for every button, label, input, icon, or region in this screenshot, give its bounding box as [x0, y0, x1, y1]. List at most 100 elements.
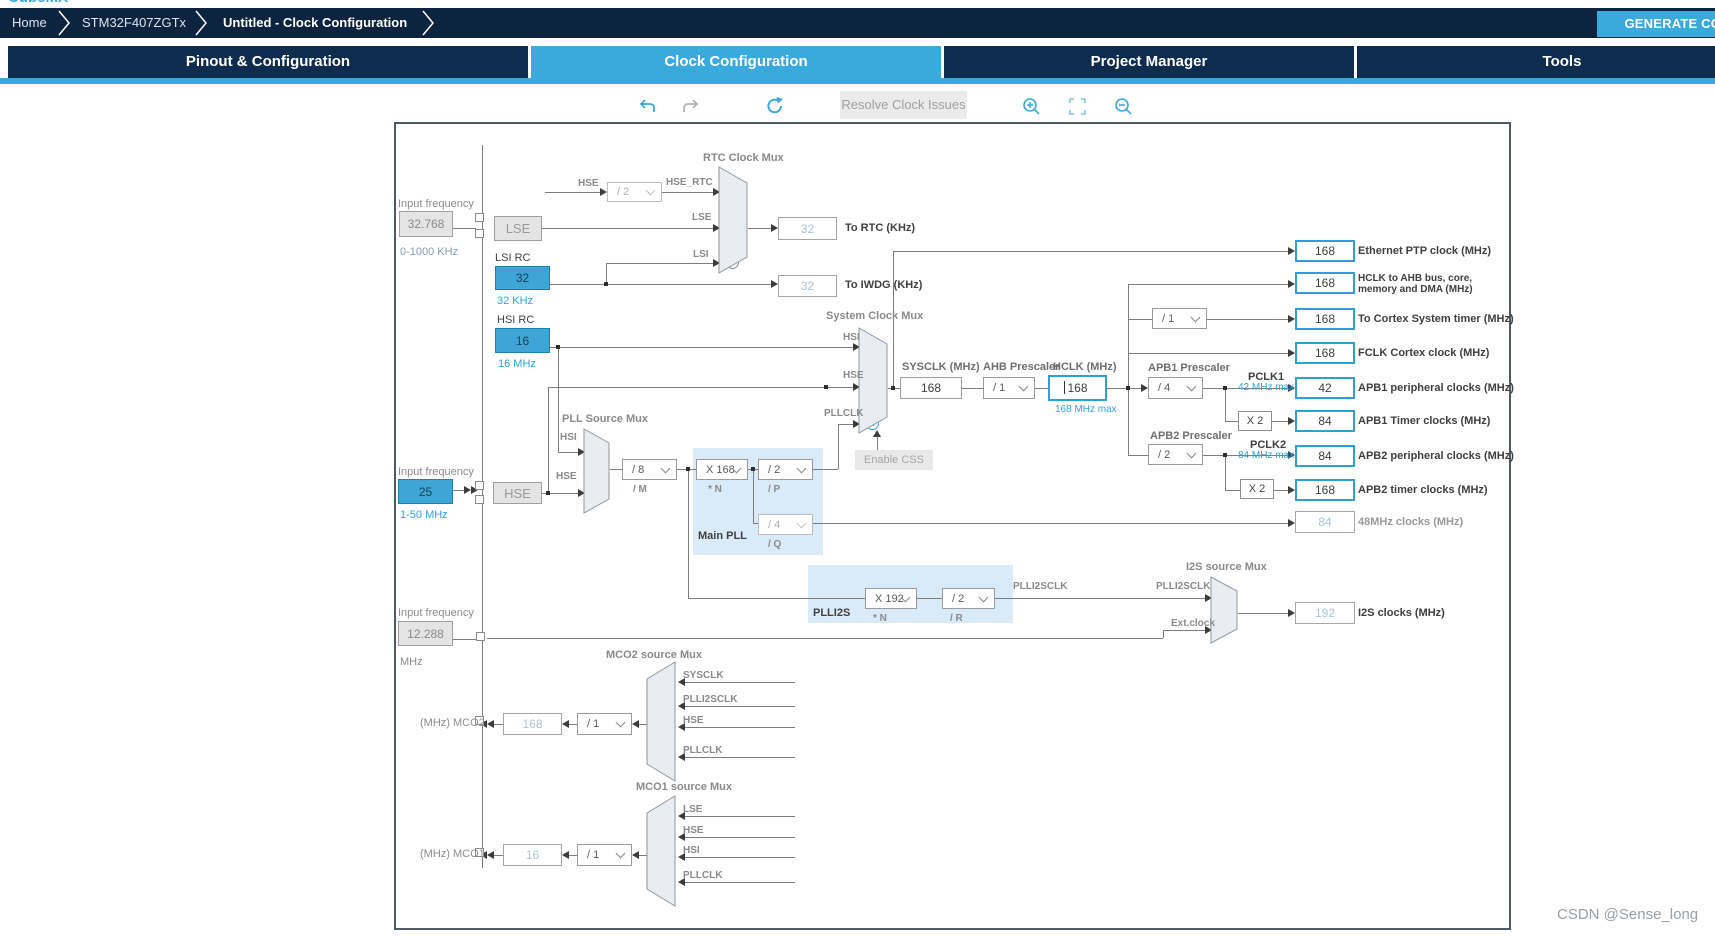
tab-project-manager[interactable]: Project Manager — [944, 46, 1354, 78]
undo-icon[interactable] — [638, 98, 656, 120]
mco2-input-label-plli2sclk: PLLI2SCLK — [683, 694, 738, 705]
breadcrumb-item-0[interactable]: Home — [12, 15, 47, 30]
pll-n-multiplier-dropdown[interactable]: X 168 — [696, 459, 748, 480]
wire — [1274, 490, 1288, 491]
fit-to-screen-icon[interactable] — [1068, 97, 1087, 121]
wire — [753, 469, 754, 523]
plli2s-r-divider-dropdown[interactable]: / 2 — [942, 588, 995, 609]
wire — [1163, 630, 1205, 631]
wire — [685, 857, 795, 858]
mco2-input-label-sysclk: SYSCLK — [683, 670, 724, 681]
arrow-icon — [1288, 247, 1295, 255]
breadcrumb-item-1[interactable]: STM32F407ZGTx — [82, 15, 187, 30]
chip-pin-square — [475, 229, 484, 238]
plli2s-title: PLLI2S — [813, 607, 851, 619]
mco1-divider-dropdown[interactable]: / 1 — [577, 844, 632, 866]
apb2-prescaler-dropdown[interactable]: / 2 — [1148, 444, 1203, 465]
clock-output-value-2[interactable]: 168 — [1295, 308, 1355, 330]
wire — [1225, 490, 1240, 491]
mco2-pin-label: (MHz) MCO2 — [420, 717, 485, 729]
rtc-hse-divider-dropdown[interactable]: / 2 — [607, 182, 662, 202]
mco1-input-label-pllclk: PLLCLK — [683, 870, 723, 881]
zoom-out-icon[interactable] — [1114, 97, 1133, 121]
arrow-icon — [678, 753, 685, 761]
hse-input-frequency-label: Input frequency — [398, 466, 474, 478]
wire — [838, 424, 853, 425]
arrow-icon — [678, 878, 685, 886]
cortex-timer-divider-dropdown[interactable]: / 1 — [1152, 308, 1207, 329]
i2s-input-frequency-field: 12.288 — [398, 621, 453, 646]
reset-zoom-icon[interactable] — [764, 95, 786, 122]
arrow-icon — [1288, 315, 1295, 323]
pll-p-divider-dropdown[interactable]: / 2 — [758, 459, 813, 480]
pll-q-label: / Q — [768, 539, 782, 550]
resolve-clock-issues-button[interactable]: Resolve Clock Issues — [840, 91, 967, 119]
tab-tools[interactable]: Tools — [1357, 46, 1715, 78]
pll-q-divider-dropdown[interactable]: / 4 — [758, 514, 813, 535]
to-rtc-label: To RTC (KHz) — [845, 222, 916, 234]
tab-clock-configuration[interactable]: Clock Configuration — [531, 46, 941, 78]
rtc-hse-wire-label: HSE — [578, 178, 599, 189]
clock-output-value-3[interactable]: 168 — [1295, 342, 1355, 364]
tab-pinout-configuration[interactable]: Pinout & Configuration — [8, 46, 528, 78]
hse-input-frequency-field[interactable]: 25 — [398, 479, 453, 504]
arrow-icon — [1141, 384, 1148, 392]
wire — [542, 228, 713, 229]
arrow-icon — [1288, 519, 1295, 527]
chip-pin-square — [475, 481, 484, 490]
plli2s-n-multiplier-dropdown[interactable]: X 192 — [865, 588, 917, 609]
apb2-timer-multiplier-box: X 2 — [1240, 479, 1274, 499]
wire — [453, 490, 467, 491]
arrow-icon — [471, 486, 478, 494]
lsi-rc-value-box[interactable]: 32 — [495, 266, 550, 290]
lsi-rc-hint: 32 KHz — [497, 295, 534, 307]
ahb-prescaler-dropdown[interactable]: / 1 — [983, 377, 1035, 399]
wire — [753, 523, 758, 524]
system-clock-mux-title: System Clock Mux — [826, 310, 924, 322]
redo-icon[interactable] — [682, 98, 700, 120]
clock-output-value-7[interactable]: 168 — [1295, 479, 1355, 501]
apb1-prescaler-dropdown[interactable]: / 4 — [1148, 377, 1203, 399]
wire — [962, 388, 983, 389]
lsi-rc-label: LSI RC — [495, 252, 531, 264]
pclk1-label: PCLK1 — [1248, 371, 1285, 383]
wire — [606, 263, 607, 284]
junction-dot — [891, 386, 895, 390]
arrow-icon — [1288, 384, 1295, 392]
wire — [662, 192, 713, 193]
hclk-label: HCLK (MHz) — [1053, 361, 1117, 373]
rtc-lse-wire-label: LSE — [692, 212, 712, 223]
clock-output-value-5[interactable]: 84 — [1295, 410, 1355, 432]
clock-output-value-1[interactable]: 168 — [1295, 272, 1355, 294]
wire — [1128, 284, 1129, 455]
arrow-icon — [632, 851, 639, 859]
arrow-icon — [678, 812, 685, 820]
clock-output-label-3: FCLK Cortex clock (MHz) — [1358, 347, 1490, 359]
pll-m-divider-dropdown[interactable]: / 8 — [622, 459, 677, 480]
generate-code-button[interactable]: GENERATE CODE — [1597, 11, 1715, 37]
zoom-in-icon[interactable] — [1022, 97, 1041, 121]
clock-output-label-1-line2: memory and DMA (MHz) — [1358, 284, 1473, 295]
enable-css-button[interactable]: Enable CSS — [855, 450, 933, 470]
clock-output-value-4[interactable]: 42 — [1295, 377, 1355, 399]
wire — [688, 469, 689, 598]
hclk-input-field[interactable]: 168 — [1048, 375, 1107, 401]
arrow-icon — [562, 851, 569, 859]
system-clock-mux-shape — [858, 327, 888, 434]
wire — [1207, 319, 1288, 320]
hsi-rc-value-box[interactable]: 16 — [495, 328, 550, 353]
junction-dot — [546, 491, 550, 495]
mco2-divider-dropdown[interactable]: / 1 — [577, 713, 632, 735]
mco1-value-box: 16 — [503, 844, 562, 866]
wire — [685, 682, 795, 683]
chip-pin-square — [475, 716, 484, 725]
chip-pin-square — [475, 495, 484, 504]
wire — [494, 855, 503, 856]
arrow-icon — [713, 259, 720, 267]
lse-input-range-hint: 0-1000 KHz — [400, 246, 459, 258]
pll-p-label: / P — [768, 484, 781, 495]
clock-output-value-0[interactable]: 168 — [1295, 240, 1355, 262]
clock-output-value-6[interactable]: 84 — [1295, 445, 1355, 467]
mco1-input-label-lse: LSE — [683, 804, 703, 815]
breadcrumb-item-2[interactable]: Untitled - Clock Configuration — [223, 15, 408, 30]
